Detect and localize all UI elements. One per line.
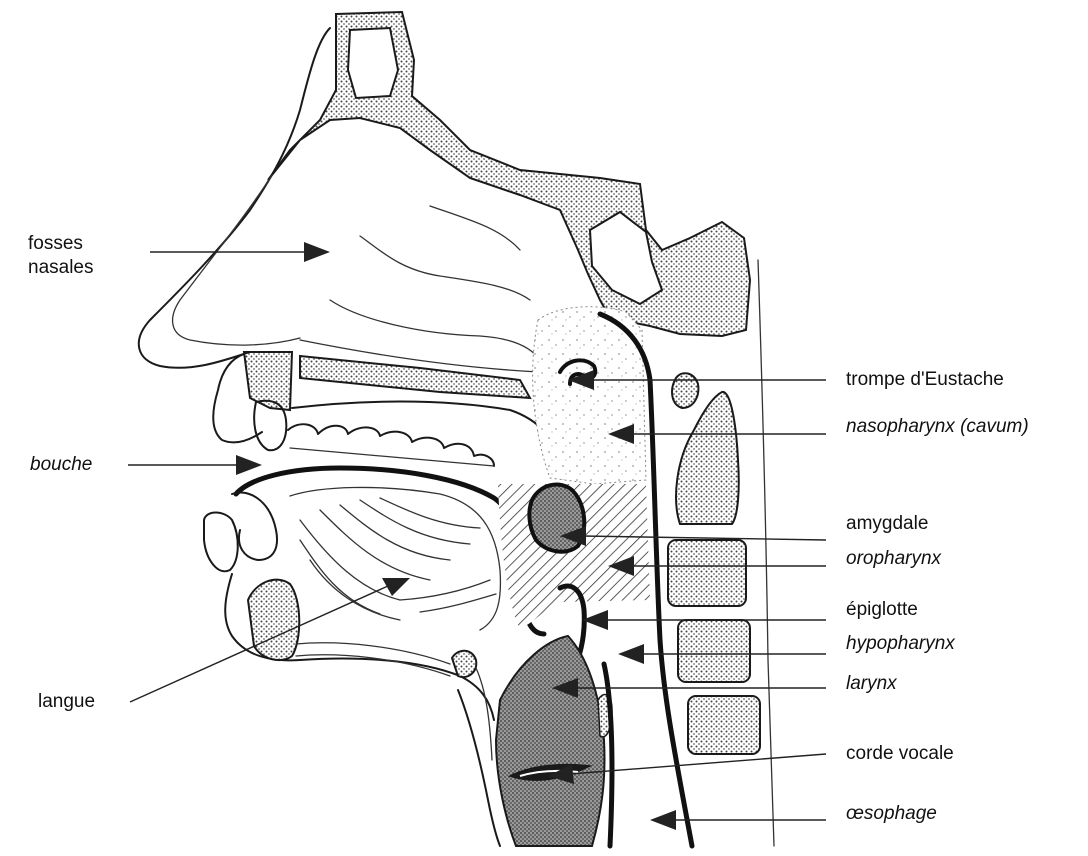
label-larynx: larynx [846,672,897,696]
turbinate-upper [430,206,520,250]
pointer-oesophage [650,810,826,830]
nasal-cavity-outline [173,175,300,345]
lower-front-tooth [204,513,238,572]
neck-front-outline [458,690,500,846]
label-langue: langue [38,690,95,714]
label-fosses: fosses [28,232,83,256]
nose-outline [139,28,330,368]
label-trompe-eustache: trompe d'Eustache [846,368,1004,392]
label-bouche: bouche [30,453,92,477]
nasal-bone [268,12,750,336]
label-nasales: nasales [28,256,94,280]
larynx-cartilage [496,636,605,846]
frontal-sinus [348,28,398,98]
floor-of-mouth [296,643,450,664]
label-nasopharynx: nasopharynx (cavum) [846,415,1029,439]
pointer-fosses-nasales [150,242,330,262]
upper-teeth [288,424,494,466]
tongue-muscle-fibers [300,498,496,620]
label-amygdale: amygdale [846,512,928,536]
hard-palate [300,356,530,398]
label-corde-vocale: corde vocale [846,742,954,766]
tongue-outline [290,487,500,630]
pointer-bouche [128,455,262,475]
hyoid-line [476,668,492,760]
turbinate-middle [360,236,530,300]
label-oropharynx: oropharynx [846,547,941,571]
mandible [248,580,299,660]
label-epiglotte: épiglotte [846,598,918,622]
cervical-vertebrae [668,373,760,754]
upper-teeth-base [290,448,494,466]
lower-lip [232,493,277,561]
label-hypopharynx: hypopharynx [846,632,955,656]
hyoid-bone [452,651,476,677]
label-oesophage: œsophage [846,802,937,826]
